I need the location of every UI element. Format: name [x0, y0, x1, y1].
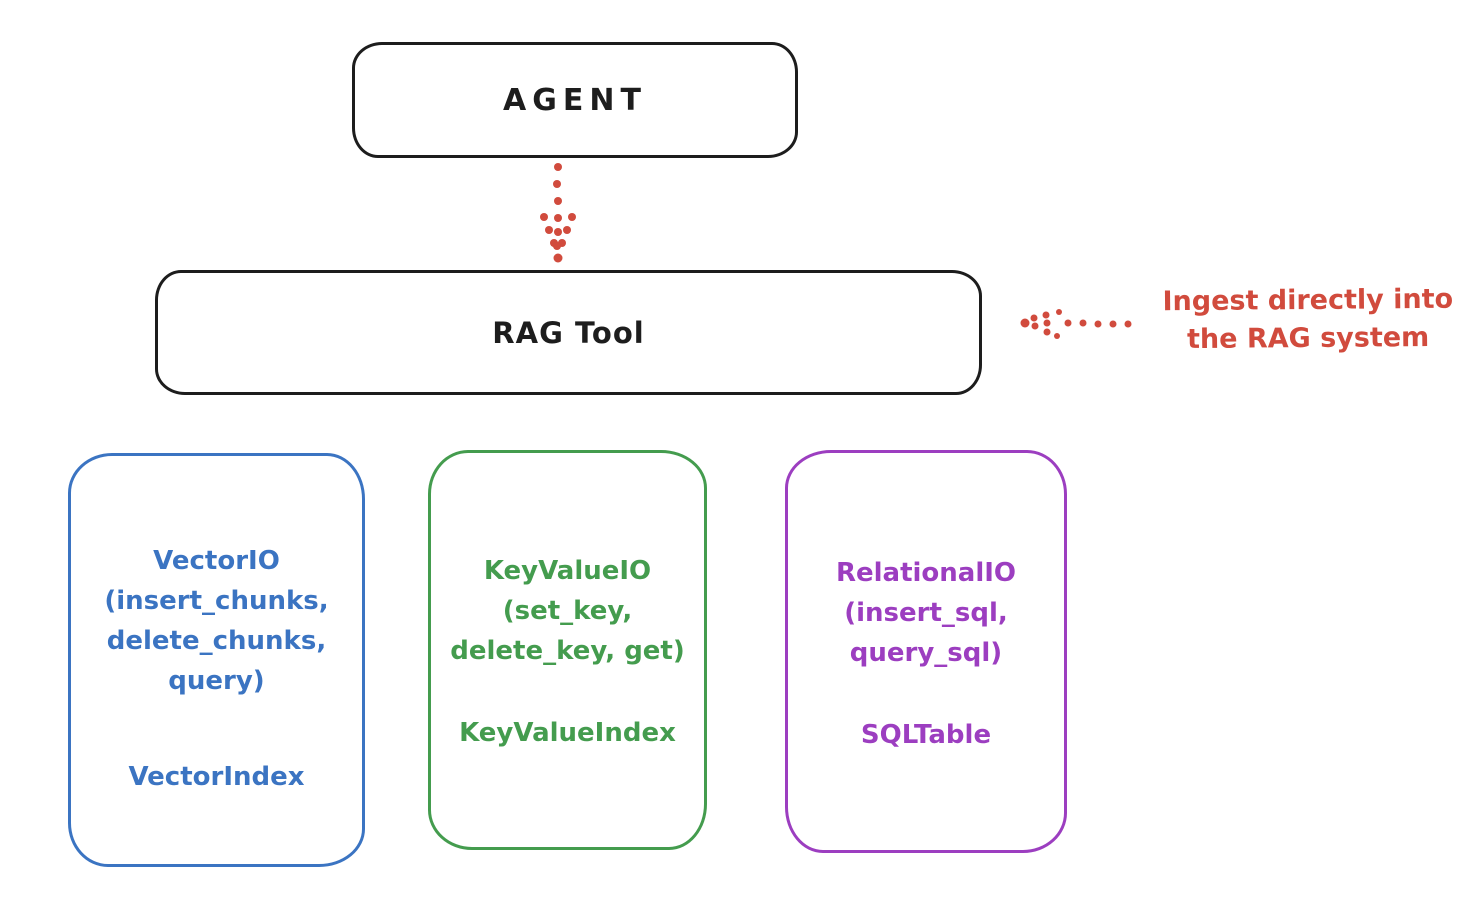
agent-label: AGENT	[503, 82, 647, 118]
storage-box-relational: RelationalIO (insert_sql, query_sql) SQL…	[785, 450, 1067, 853]
relational-index-label: SQLTable	[860, 720, 992, 750]
rag-tool-label: RAG Tool	[492, 315, 645, 350]
storage-box-vector: VectorIO (insert_chunks, delete_chunks, …	[68, 453, 365, 867]
keyvalue-index-label: KeyValueIndex	[459, 718, 676, 748]
dotted-arrow-left-icon	[1016, 303, 1141, 348]
dotted-arrow-down-icon	[527, 160, 589, 272]
rag-tool-box: RAG Tool	[155, 270, 982, 395]
ingest-annotation-line2: the RAG system	[1186, 321, 1430, 356]
ingest-annotation-line1: Ingest directly into	[1162, 283, 1454, 318]
vector-io-text: VectorIO (insert_chunks, delete_chunks, …	[104, 546, 329, 696]
keyvalue-io-text: KeyValueIO (set_key, delete_key, get)	[450, 556, 685, 666]
ingest-annotation: Ingest directly into the RAG system	[1138, 281, 1479, 360]
relational-io-text: RelationalIO (insert_sql, query_sql)	[835, 558, 1017, 668]
storage-box-keyvalue: KeyValueIO (set_key, delete_key, get) Ke…	[428, 450, 707, 850]
vector-index-label: VectorIndex	[128, 762, 305, 792]
agent-box: AGENT	[352, 42, 798, 158]
